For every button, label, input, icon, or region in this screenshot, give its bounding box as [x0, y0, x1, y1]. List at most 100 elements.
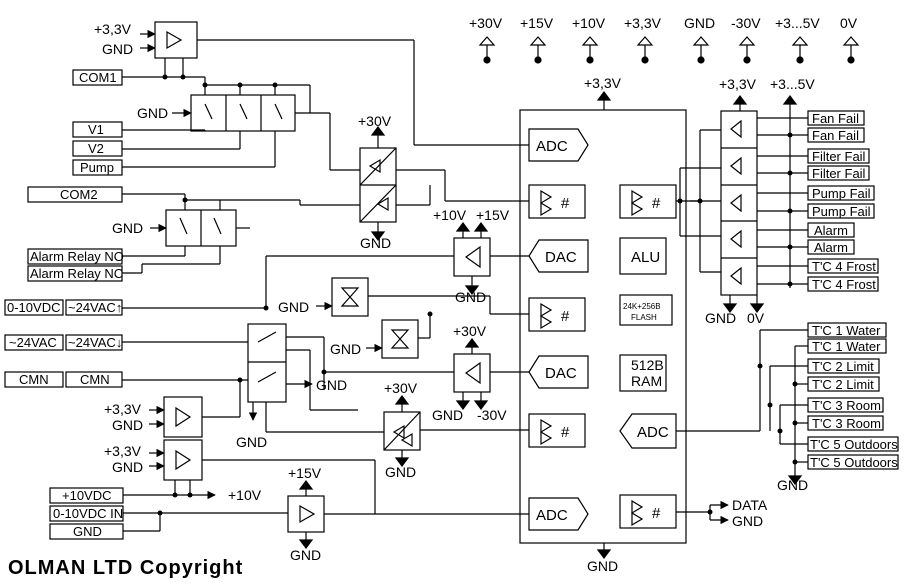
analog-input-label: T'C 1 Water: [812, 339, 881, 354]
rail-label-minus30v: -30V: [731, 15, 761, 31]
opto1-supply-label: +30V: [358, 113, 392, 129]
vdc-in-label: 0-10VDC IN: [53, 506, 123, 521]
rail-label-10v: +10V: [572, 15, 606, 31]
opto2-supply-label: +30V: [384, 380, 418, 396]
ram-block: [619, 354, 667, 392]
rail-label-3v3: +3,3V: [624, 15, 662, 31]
digital-io-block-5: [619, 494, 677, 529]
io-triangle-glyphs: [540, 189, 644, 527]
digital-input-label: Pump Fail: [812, 186, 871, 201]
digital-io-block-4: [619, 184, 677, 219]
ibuf2-supply-label: +3,3V: [104, 443, 142, 459]
flash-label-line2: FLASH: [631, 313, 657, 322]
relay1-gnd-label: GND: [137, 105, 168, 121]
dac-block-2: [528, 355, 589, 389]
switch-driver-2: [381, 319, 419, 359]
hash-label-2: #: [561, 308, 570, 325]
dac2-negative-label: -30V: [477, 407, 507, 423]
adc-label-3: ADC: [637, 424, 669, 441]
opto1-gnd-label: GND: [360, 235, 391, 251]
dac-block-1: [528, 239, 589, 273]
digital-input-label: Filter Fail: [812, 149, 866, 164]
flash-label-line1: 24K+256B: [623, 302, 661, 311]
ibuf1-supply-label: +3,3V: [104, 401, 142, 417]
alu-block: [619, 237, 667, 275]
right-connector-boxes: [807, 110, 899, 470]
digital-input-label: Alarm: [814, 240, 848, 255]
v1-label: V1: [88, 122, 104, 137]
analog-out-24vac-connector: [4, 334, 64, 351]
triac-lower-gnd-label: GND: [236, 434, 267, 450]
mcu-supply-label: +3,3V: [584, 75, 622, 91]
cmn-connector-1: [4, 371, 64, 388]
buffer-supply-label: +3,3V: [94, 21, 132, 37]
rail-label-0v: 0V: [840, 15, 858, 31]
analog-input-label: T'C 3 Room: [812, 416, 881, 431]
driver2-gnd-label: GND: [330, 341, 361, 357]
opto2-gnd-label: GND: [385, 464, 416, 480]
com1-label: COM1: [79, 70, 117, 85]
rail-label-3-5v: +3...5V: [775, 15, 820, 31]
driver1-gnd-label: GND: [278, 299, 309, 315]
cmn-label-2: CMN: [80, 372, 110, 387]
ram-label-line2: RAM: [631, 373, 662, 389]
digital-input-label: Fan Fail: [812, 111, 859, 126]
dac-label-2: DAC: [545, 365, 577, 382]
vac24-label: ~24VAC: [9, 335, 57, 350]
dac2-gnd-label: GND: [432, 407, 463, 423]
vdc10-label: +10VDC: [62, 488, 112, 503]
alu-label: ALU: [631, 249, 660, 266]
digital-input-label: Alarm: [814, 223, 848, 238]
dio-supply-3v3-label: +3,3V: [719, 76, 757, 92]
digital-input-optocoupler-bank: [720, 110, 758, 296]
data-label: DATA: [732, 497, 768, 513]
adc-label-2: ADC: [536, 507, 568, 524]
digital-input-label: Pump Fail: [812, 204, 871, 219]
rail-label-30v: +30V: [469, 15, 503, 31]
flash-block: [619, 294, 673, 326]
dio-gnd-label: GND: [705, 310, 736, 326]
analog-in-buffer: [287, 495, 325, 533]
ain-buffer-gnd-label: GND: [290, 547, 321, 563]
dac1-gnd-label: GND: [455, 289, 486, 305]
adc-label-1: ADC: [536, 138, 568, 155]
buffer-gnd-label: GND: [102, 41, 133, 57]
analog-input-label: T'C 3 Room: [812, 398, 881, 413]
dac-amp-1: [453, 237, 491, 277]
ram-label-line1: 512B: [631, 357, 664, 373]
vdc-0-10-label: 0-10VDC: [7, 300, 60, 315]
alarm-nc-label: Alarm Relay NC: [30, 266, 123, 281]
switch-driver-1: [331, 277, 369, 317]
hash-label-1: #: [561, 195, 570, 212]
analog-input-label: T'C 5 Outdoors: [810, 455, 898, 470]
v2-label: V2: [88, 141, 104, 156]
digital-io-block-1: [528, 184, 586, 219]
triac-switch: [247, 323, 287, 403]
digital-input-label: T'C 4 Frost: [812, 277, 876, 292]
ain-gnd-label: GND: [73, 524, 102, 539]
ibuf1-gnd-label: GND: [112, 417, 143, 433]
cmn-label-1: CMN: [19, 372, 49, 387]
com-buffer: [154, 21, 198, 59]
analog-input-label: T'C 2 Limit: [812, 359, 874, 374]
power-rail-symbols: [478, 36, 860, 64]
adc-block-2: [528, 497, 589, 531]
adc-block-1: [528, 128, 589, 162]
ain-buffer-supply-label: +15V: [288, 465, 322, 481]
vac24-up-label: ~24VAC↑: [68, 300, 122, 315]
digital-input-label: Filter Fail: [812, 166, 866, 181]
hash-label-3: #: [561, 424, 570, 441]
rail-label-15v: +15V: [520, 15, 554, 31]
digital-input-label: Fan Fail: [812, 128, 859, 143]
dac-label-1: DAC: [545, 249, 577, 266]
analog-input-label: T'C 2 Limit: [812, 377, 874, 392]
junction-dots: [157, 74, 798, 516]
digital-io-block-3: [528, 413, 586, 448]
ibuf2-gnd-label: GND: [112, 459, 143, 475]
input-buffer-1: [163, 396, 203, 438]
hash-label-4: #: [652, 195, 661, 212]
copyright-watermark: OLMAN LTD Copyright: [8, 557, 243, 579]
vac24-down-label: ~24VAC↓: [68, 335, 122, 350]
analog-input-label: T'C 5 Outdoors: [810, 437, 898, 452]
